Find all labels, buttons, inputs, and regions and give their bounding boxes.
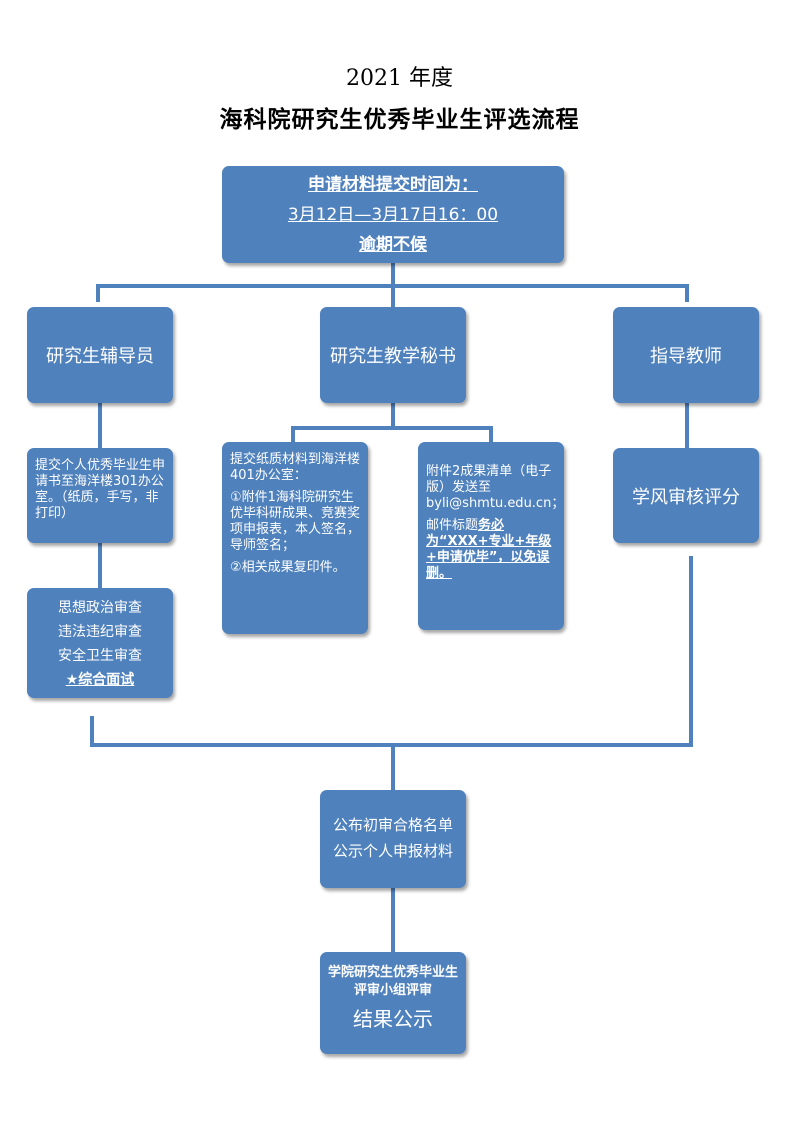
counselor-submit-box: 提交个人优秀毕业生申请书至海洋楼301办公室。（纸质，手写，非打印） bbox=[27, 448, 173, 543]
review-box: 思想政治审查 违法违纪审查 安全卫生审查 ★综合面试 bbox=[27, 588, 173, 698]
interview-item: ★综合面试 bbox=[65, 672, 135, 688]
email-box: 附件2成果清单（电子版）发送至byli@shmtu.edu.cn； 邮件标题务必… bbox=[418, 442, 564, 630]
role-counselor-box: 研究生辅导员 bbox=[27, 307, 173, 403]
review-item: 安全卫生审查 bbox=[58, 648, 142, 664]
publish-materials: 公示个人申报材料 bbox=[332, 842, 453, 860]
advisor-score-box: 学风审核评分 bbox=[613, 448, 759, 543]
year-title: 2021 年度 bbox=[346, 66, 453, 91]
paper-materials-item2: ②相关成果复印件。 bbox=[230, 560, 346, 575]
final-review-box: 学院研究生优秀毕业生评审小组评审 结果公示 bbox=[320, 952, 466, 1054]
deadline-warning: 逾期不候 bbox=[359, 235, 427, 255]
paper-materials-intro: 提交纸质材料到海洋楼401办公室： bbox=[230, 452, 361, 483]
role-secretary-box: 研究生教学秘书 bbox=[320, 307, 466, 403]
review-item: 思想政治审查 bbox=[58, 600, 142, 616]
paper-materials-box: 提交纸质材料到海洋楼401办公室： ①附件1海科院研究生优毕科研成果、竞赛奖项申… bbox=[222, 442, 368, 634]
role-secretary-label: 研究生教学秘书 bbox=[330, 346, 456, 367]
email-subject-rule: 务必为“XXX+专业+年级+申请优毕”，以免误删。 bbox=[426, 518, 552, 581]
publish-list: 公布初审合格名单 bbox=[332, 816, 453, 834]
role-advisor-label: 指导教师 bbox=[650, 346, 722, 367]
advisor-score-label: 学风审核评分 bbox=[632, 486, 740, 508]
final-review-committee: 学院研究生优秀毕业生评审小组评审 bbox=[328, 965, 459, 998]
paper-materials-item1: ①附件1海科院研究生优毕科研成果、竞赛奖项申报表，本人签名，导师签名； bbox=[230, 490, 361, 553]
deadline-box: 申请材料提交时间为： 3月12日—3月17日16：00 逾期不候 bbox=[222, 166, 564, 263]
publish-box: 公布初审合格名单 公示个人申报材料 bbox=[320, 790, 466, 888]
page-title: 海科院研究生优秀毕业生评选流程 bbox=[219, 106, 580, 133]
deadline-dates: 3月12日—3月17日16：00 bbox=[287, 205, 499, 225]
final-result-publicity: 结果公示 bbox=[353, 1007, 433, 1031]
email-subject-prefix: 邮件标题 bbox=[426, 518, 479, 533]
review-item: 违法违纪审查 bbox=[58, 624, 142, 640]
deadline-heading: 申请材料提交时间为： bbox=[308, 175, 478, 195]
role-counselor-label: 研究生辅导员 bbox=[46, 346, 154, 367]
email-instruction: 附件2成果清单（电子版）发送至byli@shmtu.edu.cn； bbox=[426, 464, 565, 511]
counselor-submit-text: 提交个人优秀毕业生申请书至海洋楼301办公室。（纸质，手写，非打印） bbox=[35, 458, 166, 521]
role-advisor-box: 指导教师 bbox=[613, 307, 759, 403]
